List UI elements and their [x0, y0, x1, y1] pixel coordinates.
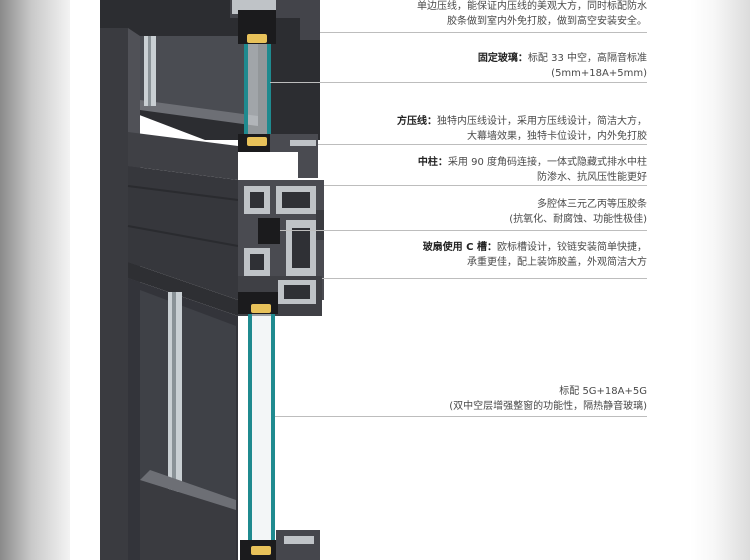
sash-chamber-hole	[284, 285, 310, 299]
callout-glazing-bead: 方压线：独特内压线设计，采用方压线设计，简洁大方， 大幕墙效果，独特卡位设计，内…	[397, 115, 647, 144]
callout-epdm-line-1: 多腔体三元乙丙等压胶条	[537, 199, 647, 210]
upper-inner-glass-stripe	[148, 36, 151, 106]
fixed-glass-air-gap	[248, 44, 267, 144]
leader-line-glazing-bead	[318, 144, 647, 145]
callout-fixed-glass-lead: 固定玻璃：	[477, 53, 528, 64]
callout-fixed-glass: 固定玻璃：标配 33 中空，高隔音标准 (5mm+18A+5mm)	[478, 52, 647, 81]
outer-frame-top-left-wall	[100, 28, 128, 560]
callout-top-line-1: 单边压线，能保证内压线的美观大方，同时标配防水	[417, 1, 647, 12]
mullion-flange	[316, 210, 324, 240]
sash-glass-pane-outer	[248, 314, 252, 560]
callout-mullion: 中柱：采用 90 度角码连接，一体式隐藏式排水中柱 防渗水、抗风压性能更好	[418, 156, 647, 185]
callout-mullion-lead: 中柱：	[417, 157, 448, 168]
callout-standard-glass-line-2: (双中空层增强整窗的功能性，隔热静音玻璃)	[449, 400, 647, 412]
bottom-spacer-bar	[251, 546, 271, 555]
mullion-chamber-1-hole	[250, 192, 264, 208]
leader-line-mullion	[324, 185, 647, 186]
callout-glazing-bead-lead: 方压线：	[397, 116, 437, 127]
mullion-face	[128, 166, 238, 300]
callout-epdm: 多腔体三元乙丙等压胶条 (抗氧化、耐腐蚀、功能性极佳)	[509, 198, 647, 227]
mullion-chamber-3-hole	[250, 254, 264, 270]
lower-sill	[140, 480, 236, 560]
sash-spacer-bar	[251, 304, 271, 313]
callout-glazing-bead-line-2: 大幕墙效果，独特卡位设计，内外免打胶	[467, 130, 647, 142]
top-spacer-bar	[247, 34, 267, 43]
callout-mullion-line-1: 中柱：采用 90 度角码连接，一体式隐藏式排水中柱	[417, 157, 647, 168]
callout-fixed-glass-line-1: 固定玻璃：标配 33 中空，高隔音标准	[477, 53, 647, 64]
mullion-chamber-4-hole	[292, 228, 310, 268]
callout-c-groove: 玻扇使用 C 槽：欧标槽设计，铰链安装简单快捷， 承重更佳，配上装饰胶盖，外观简…	[423, 241, 647, 270]
leader-line-epdm	[280, 230, 647, 231]
upper-opening-sill	[140, 100, 258, 126]
sash-glass-air-gap	[252, 314, 271, 560]
leader-line-c-groove	[322, 278, 647, 279]
fixed-glass-pane-inner	[267, 44, 271, 144]
callout-top-line-2: 胶条做到室内外免打胶，做到高空安装安全。	[447, 15, 647, 27]
callout-fixed-glass-line-2: (5mm+18A+5mm)	[551, 67, 647, 79]
fixed-glass-pane-outer	[244, 44, 248, 144]
mullion-chamber-2-hole	[282, 192, 310, 208]
callout-standard-glass-line-1: 标配 5G+18A+5G	[559, 386, 647, 397]
callout-epdm-line-2: (抗氧化、耐腐蚀、功能性极佳)	[509, 213, 647, 225]
callout-c-groove-line-2: 承重更佳，配上装饰胶盖，外观简洁大方	[467, 256, 647, 268]
upper-opening	[140, 36, 258, 124]
right-edge-shadow	[690, 0, 750, 560]
lower-sill-bevel	[140, 470, 236, 510]
callout-glazing-bead-line-1: 方压线：独特内压线设计，采用方压线设计，简洁大方，	[397, 116, 647, 127]
mid-spacer-bar	[247, 137, 267, 146]
callout-c-groove-line-1: 玻扇使用 C 槽：欧标槽设计，铰链安装简单快捷，	[422, 242, 647, 253]
callout-mullion-line-2: 防渗水、抗风压性能更好	[537, 171, 647, 183]
leader-line-fixed-glass	[270, 82, 647, 83]
square-bead-cut	[290, 140, 316, 146]
callout-c-groove-lead: 玻扇使用 C 槽：	[422, 242, 497, 253]
bottom-bead	[276, 530, 320, 560]
bottom-bead-cut	[284, 536, 314, 544]
callout-top: 单边压线，能保证内压线的美观大方，同时标配防水 胶条做到室内外免打胶，做到高空安…	[417, 0, 647, 29]
sash-top-face	[128, 262, 238, 316]
left-edge-shadow	[0, 0, 70, 560]
leader-line-top	[320, 32, 647, 33]
mullion-groove-2	[127, 225, 239, 247]
mullion-gasket-center	[258, 218, 280, 244]
leader-line-standard-glass	[275, 416, 647, 417]
sash-glass-pane-inner	[271, 314, 275, 560]
mullion-top-face	[128, 132, 238, 180]
callout-standard-glass: 标配 5G+18A+5G (双中空层增强整窗的功能性，隔热静音玻璃)	[449, 385, 647, 414]
mullion-groove-1	[127, 185, 239, 201]
lower-inner-glass-stripe	[172, 292, 176, 492]
